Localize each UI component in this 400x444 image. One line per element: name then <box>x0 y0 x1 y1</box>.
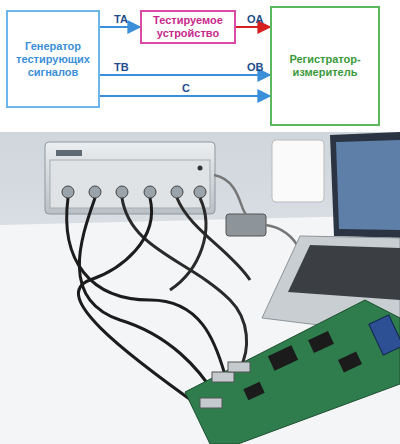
signal-arrow <box>100 74 270 76</box>
signal-name: C <box>182 82 190 94</box>
process-box: Тестируемое устройство <box>140 10 236 44</box>
bnc-connector <box>144 186 156 198</box>
instrument-panel <box>50 160 210 208</box>
board-bnc <box>212 372 234 382</box>
pcb-chip <box>308 331 334 353</box>
laptop-display <box>336 140 400 230</box>
signal-name: OB <box>247 61 264 73</box>
speaker <box>272 140 324 202</box>
board-bnc <box>200 398 222 408</box>
bnc-connector <box>89 186 101 198</box>
power-led <box>198 166 203 171</box>
instrument-badge <box>56 150 82 156</box>
process-box: Генератор тестирующих сигналов <box>6 10 100 108</box>
box-label: Тестируемое устройство <box>142 12 234 42</box>
signal-name: TB <box>114 61 129 73</box>
bnc-connector <box>62 186 74 198</box>
signal-cable <box>122 198 247 368</box>
dsub-connector <box>369 315 400 355</box>
process-box: Регистратор-измеритель <box>270 6 380 126</box>
background <box>0 132 400 444</box>
signal-cable <box>67 198 225 375</box>
instrument-case <box>45 142 215 214</box>
signal-arrow <box>100 95 270 97</box>
signal-cable <box>170 198 206 290</box>
pcb-chip <box>268 345 298 370</box>
signal-name: OA <box>247 13 264 25</box>
signal-cable <box>79 198 215 395</box>
signal-arrow <box>236 26 270 28</box>
pcb-chip <box>243 382 264 400</box>
setup-photo <box>0 132 400 444</box>
board-bnc <box>228 362 250 372</box>
bnc-connector <box>116 186 128 198</box>
bnc-connector <box>171 186 183 198</box>
signal-cable <box>177 198 250 280</box>
bnc-connector <box>194 186 206 198</box>
laptop-keyboard <box>288 245 400 300</box>
pcb-board <box>185 300 400 444</box>
pcb-chip <box>338 351 362 372</box>
usb-module <box>226 214 266 236</box>
signal-name: TA <box>114 13 128 25</box>
laptop-screen <box>330 132 400 238</box>
usb-cable <box>214 175 300 250</box>
box-label: Регистратор-измеритель <box>272 51 378 81</box>
box-label: Генератор тестирующих сигналов <box>8 38 98 81</box>
signal-arrow <box>100 26 140 28</box>
signal-cable <box>78 198 205 410</box>
